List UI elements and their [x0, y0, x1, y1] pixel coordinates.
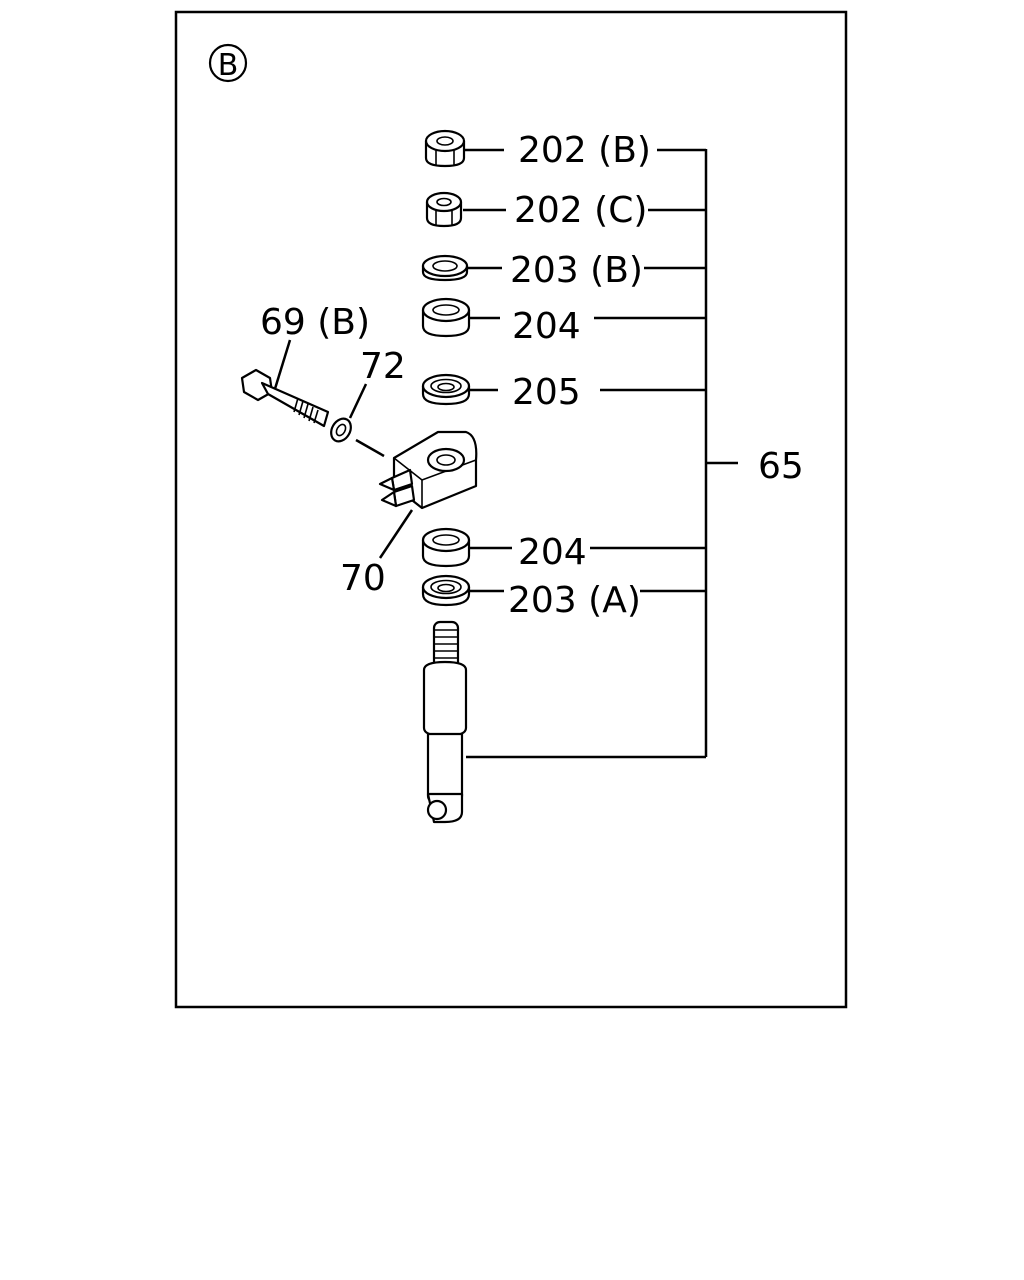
section-marker: B: [208, 43, 248, 83]
bolt-69b-drawing: [240, 339, 330, 428]
label-205: 205: [512, 372, 581, 413]
label-202b: 202 (B): [518, 130, 651, 171]
label-assembly-65: 65: [758, 446, 804, 487]
label-204-upper: 204: [512, 306, 581, 347]
label-203b: 203 (B): [510, 250, 643, 291]
diagram-frame: [174, 10, 848, 1009]
bushing-204-upper-drawing: [421, 297, 471, 338]
shock-absorber-drawing: [422, 620, 468, 824]
assembly-bracket: [466, 148, 738, 759]
washer-205-drawing: [421, 373, 471, 406]
label-70: 70: [340, 558, 386, 599]
section-marker-letter: B: [218, 48, 239, 83]
label-72: 72: [360, 346, 406, 387]
label-203a: 203 (A): [508, 580, 641, 621]
nut-202c-drawing: [425, 191, 463, 228]
washer-203b-drawing: [421, 254, 469, 282]
bracket-70-drawing: [378, 430, 478, 559]
label-204-lower: 204: [518, 532, 587, 573]
bushing-204-lower-drawing: [421, 527, 471, 568]
washer-203a-drawing: [421, 574, 471, 607]
washer-72-drawing: [330, 383, 385, 458]
label-69b: 69 (B): [260, 302, 370, 343]
label-202c: 202 (C): [514, 190, 647, 231]
nut-202b-drawing: [424, 129, 466, 168]
